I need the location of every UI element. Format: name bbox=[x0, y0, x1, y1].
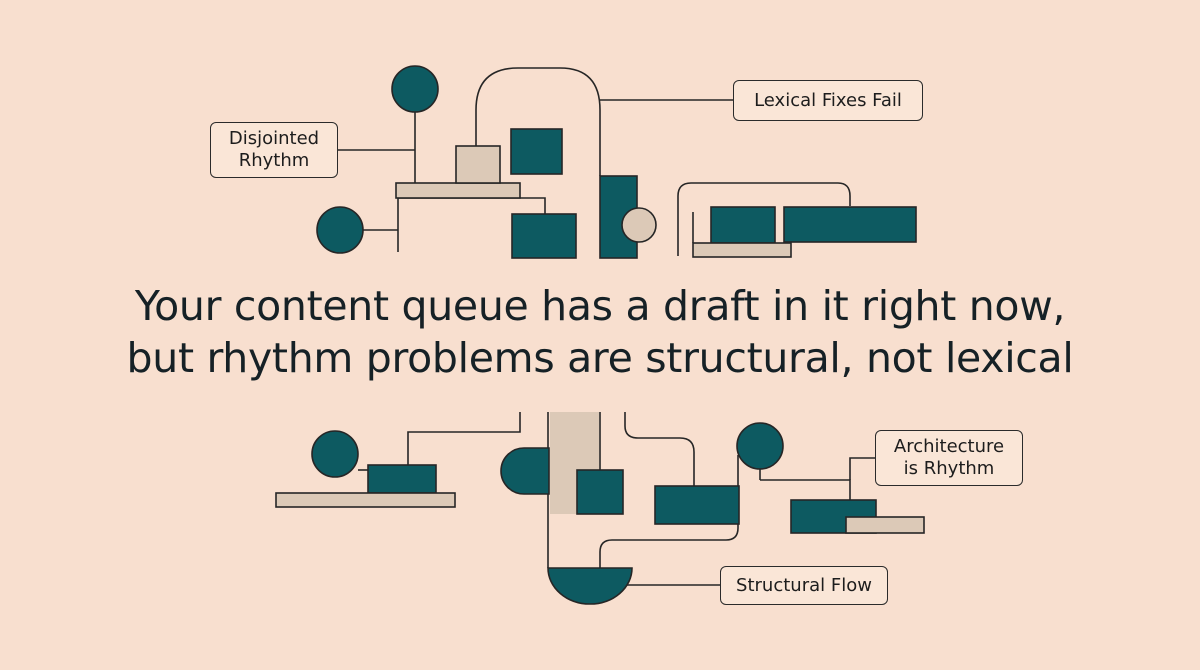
callout-disjointed-line2: Rhythm bbox=[238, 150, 310, 171]
headline-line-2: but rhythm problems are structural, not … bbox=[126, 334, 1074, 382]
beige-circle bbox=[621, 207, 657, 243]
connector-bottom-mid bbox=[624, 412, 695, 486]
callout-architecture-is-rhythm: Architecture is Rhythm bbox=[875, 430, 1023, 486]
teal-block-bottom-right bbox=[654, 485, 740, 525]
teal-half-round bbox=[500, 447, 550, 495]
connector-lines bbox=[338, 67, 875, 586]
teal-block-mid bbox=[511, 213, 577, 259]
teal-circle-bottom-left bbox=[311, 430, 359, 478]
connector-bottom-left bbox=[407, 412, 521, 465]
connector-to-architecture bbox=[849, 457, 875, 480]
callout-structural-text: Structural Flow bbox=[736, 574, 872, 596]
callout-lexical-text: Lexical Fixes Fail bbox=[754, 89, 902, 111]
connector-right-bracket bbox=[677, 182, 851, 256]
callout-lexical-fixes-fail: Lexical Fixes Fail bbox=[733, 80, 923, 121]
teal-bowl bbox=[547, 567, 633, 605]
teal-circle-top bbox=[391, 65, 439, 113]
beige-bar-right bbox=[692, 242, 792, 258]
connector-architecture-h bbox=[760, 479, 851, 500]
connector-tee-branch bbox=[398, 197, 546, 214]
beige-bar-far-right bbox=[845, 516, 925, 534]
teal-circle-left bbox=[316, 206, 364, 254]
connector-bottom-s bbox=[599, 455, 739, 568]
beige-block-top bbox=[455, 145, 501, 184]
beige-bar-bottom-left bbox=[275, 492, 456, 508]
headline: Your content queue has a draft in it rig… bbox=[0, 280, 1200, 384]
beige-bar-top bbox=[395, 182, 521, 199]
teal-block-right-a bbox=[710, 206, 776, 244]
callout-disjointed-rhythm: Disjointed Rhythm bbox=[210, 122, 338, 178]
teal-circle-bottom-right bbox=[736, 422, 784, 470]
teal-block-right-b bbox=[783, 206, 917, 243]
callout-architecture-line1: Architecture bbox=[893, 436, 1005, 457]
headline-line-1: Your content queue has a draft in it rig… bbox=[134, 282, 1066, 330]
teal-block-top bbox=[510, 128, 563, 175]
teal-block-bottom-mid bbox=[576, 469, 624, 515]
teal-block-bottom-left bbox=[367, 464, 437, 494]
callout-structural-flow: Structural Flow bbox=[720, 566, 888, 605]
connector-arch bbox=[475, 67, 601, 176]
callout-architecture-line2: is Rhythm bbox=[903, 458, 995, 479]
callout-disjointed-line1: Disjointed bbox=[228, 128, 320, 149]
